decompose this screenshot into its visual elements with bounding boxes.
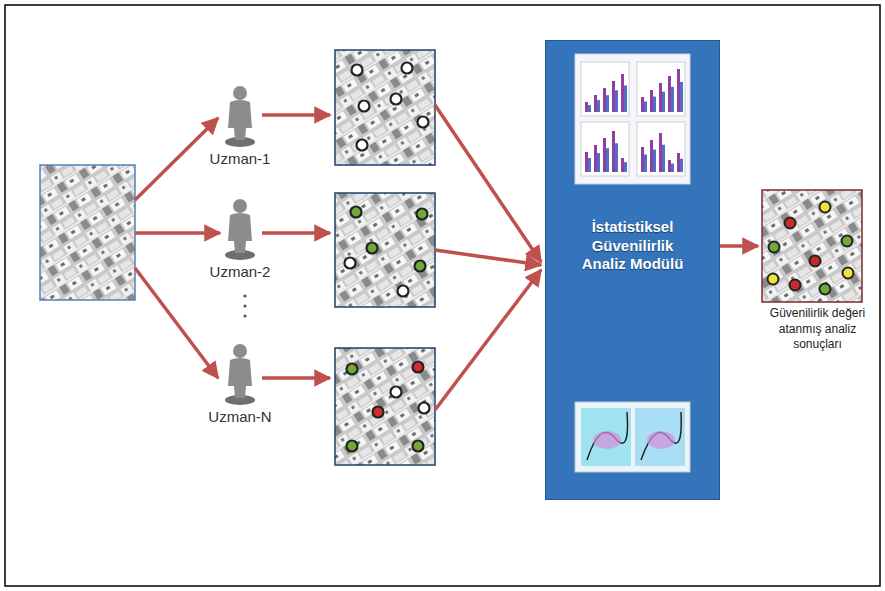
expert-label: Uzman-N xyxy=(193,407,287,426)
map-markers xyxy=(345,63,430,452)
frame xyxy=(5,5,880,586)
expert-map xyxy=(335,193,435,307)
expert-name: Uzman-1 xyxy=(195,150,285,167)
expert-name: Uzman-2 xyxy=(195,263,285,280)
process-box: İstatistiksel Güvenilirlik Analiz Modülü xyxy=(545,40,720,500)
result-map xyxy=(761,189,863,303)
expert-label: Uzman-2 xyxy=(193,262,287,281)
expert-name: Uzman-N xyxy=(195,408,285,425)
expert-label: Uzman-1 xyxy=(193,149,287,168)
flow-arrows xyxy=(135,105,541,410)
expert-figure xyxy=(225,199,255,260)
expert-figure xyxy=(225,344,255,405)
ellipsis-dots xyxy=(243,294,246,317)
expert-map xyxy=(335,348,435,465)
result-image: Güvenilirlik değeri atanmış analiz sonuç… xyxy=(758,188,877,357)
flow-arrow xyxy=(720,244,758,248)
expert-figure xyxy=(225,86,255,147)
module-title: İstatistiksel Güvenilirlik Analiz Modülü xyxy=(571,218,695,274)
input-map xyxy=(40,165,135,300)
expert-map xyxy=(335,50,435,165)
result-caption: Güvenilirlik değeri atanmış analiz sonuç… xyxy=(758,306,877,353)
